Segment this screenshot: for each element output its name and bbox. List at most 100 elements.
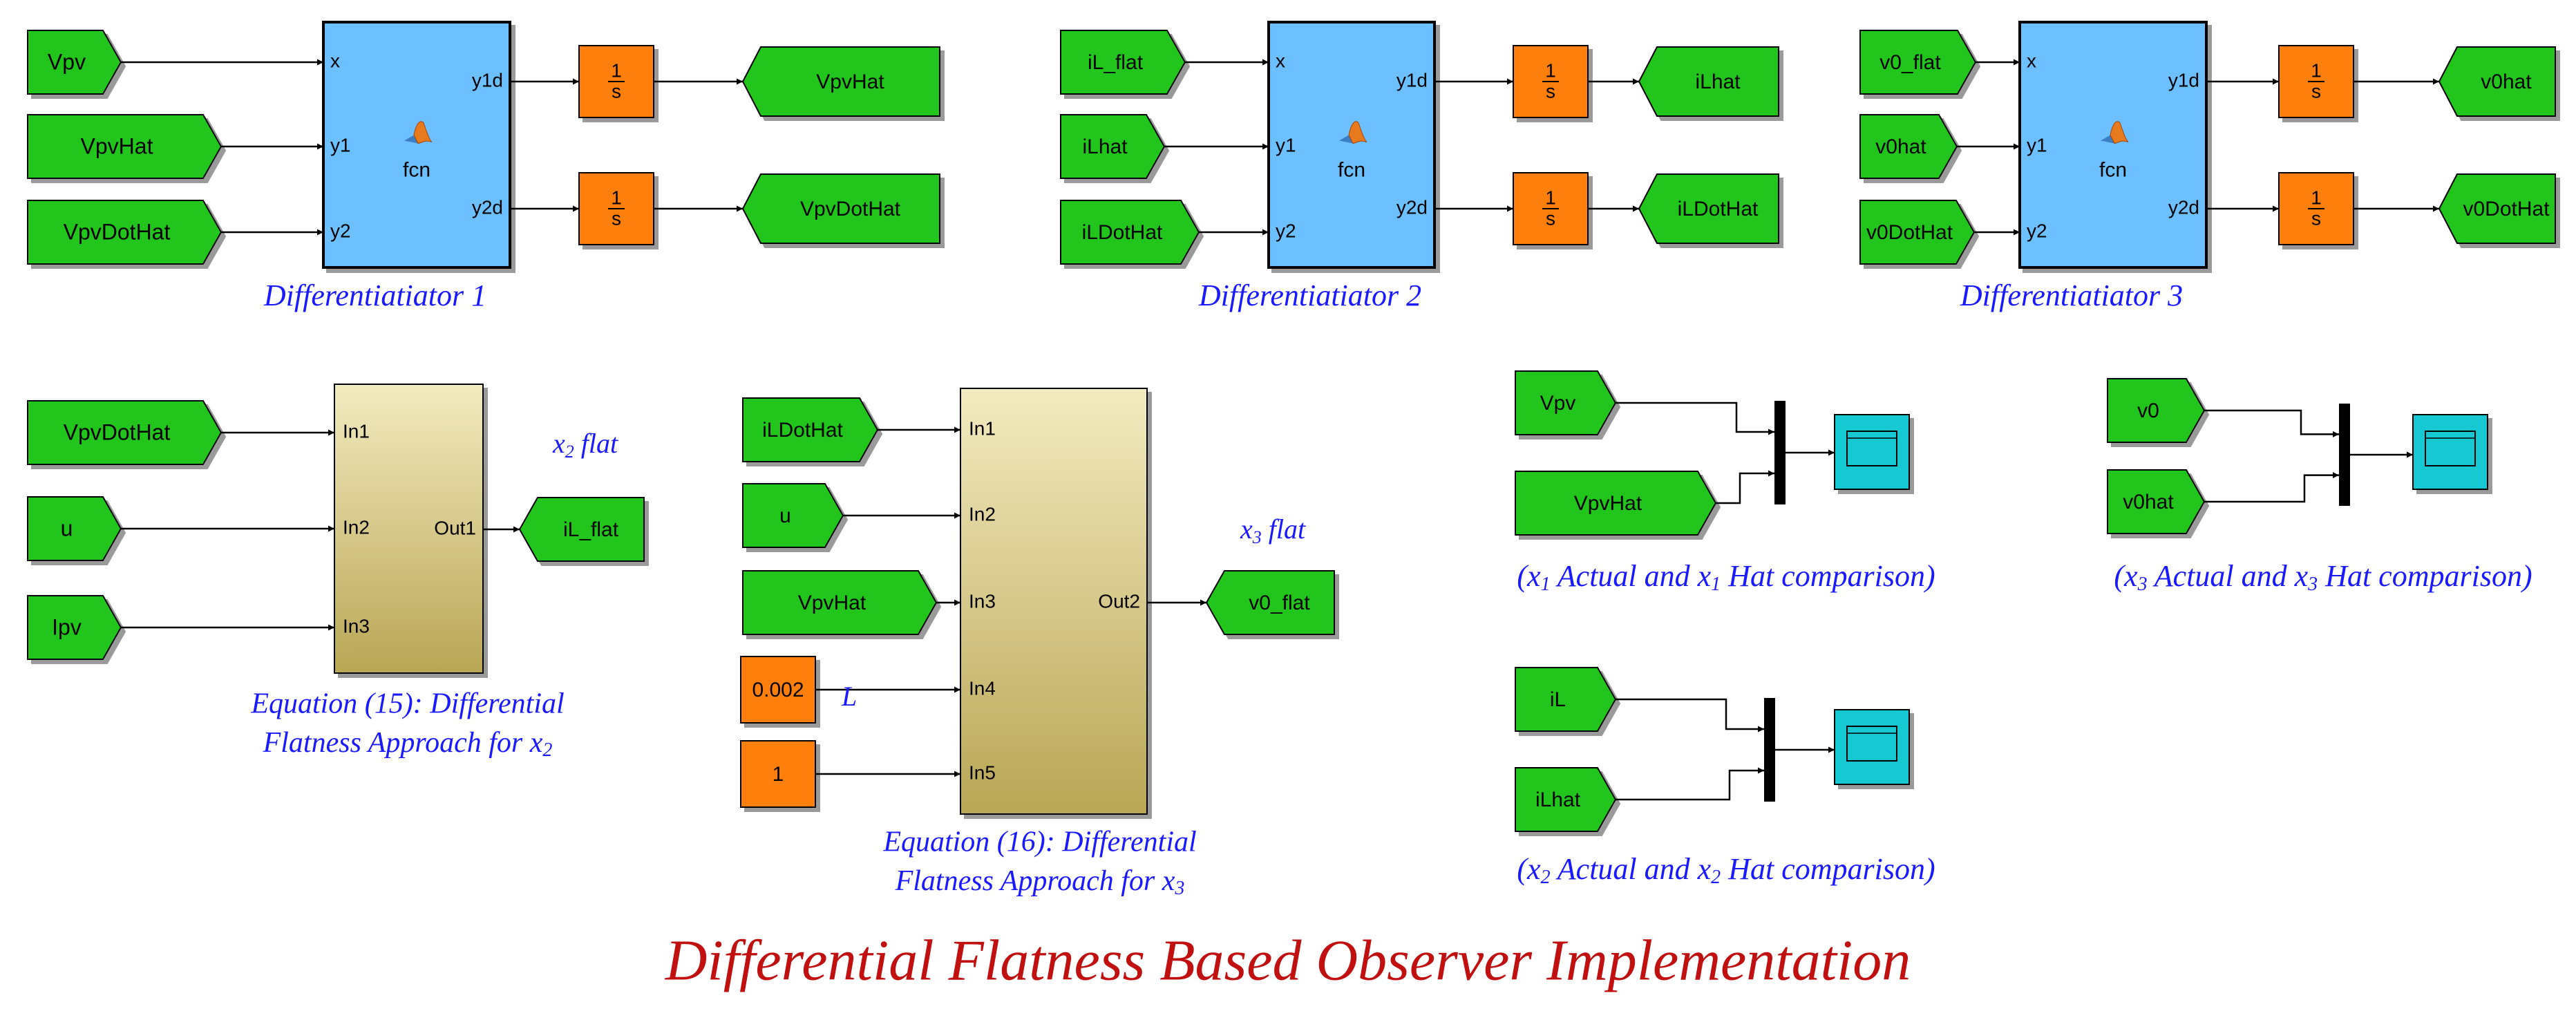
from-tag-shape[interactable] xyxy=(1859,30,1977,95)
integrator-block[interactable]: 1s xyxy=(578,172,654,245)
from-tag[interactable]: VpvHat xyxy=(1515,471,1717,536)
scope-block[interactable] xyxy=(1834,709,1910,785)
goto-tag[interactable]: iLDotHat xyxy=(1638,173,1779,244)
goto-tag-shape[interactable] xyxy=(741,46,940,117)
from-tag-label: iLhat xyxy=(1535,788,1581,811)
goto-tag[interactable]: iLhat xyxy=(1638,46,1779,117)
fcn-block-shape[interactable] xyxy=(2018,21,2208,269)
from-tag-label: iLDotHat xyxy=(1082,221,1163,244)
from-tag[interactable]: Vpv xyxy=(27,30,122,95)
from-tag-shape[interactable] xyxy=(1859,114,1958,179)
from-tag-shape[interactable] xyxy=(742,397,879,462)
logo-part xyxy=(413,121,433,144)
from-tag[interactable]: v0 xyxy=(2107,378,2206,443)
scope-shape[interactable] xyxy=(2412,414,2488,490)
mux-bar[interactable] xyxy=(1774,401,1786,504)
from-tag-shape[interactable] xyxy=(742,570,938,635)
from-tag-shape[interactable] xyxy=(742,483,844,548)
from-tag[interactable]: VpvDotHat xyxy=(27,200,222,265)
from-tag[interactable]: v0DotHat xyxy=(1859,200,1976,265)
integrator-block[interactable]: 1s xyxy=(1513,172,1589,245)
subsystem-shape[interactable] xyxy=(960,388,1148,815)
constant-block[interactable]: 1 xyxy=(740,740,816,808)
from-tag-label: v0hat xyxy=(1875,135,1926,158)
from-tag-shape[interactable] xyxy=(27,200,222,265)
from-tag-shape[interactable] xyxy=(2107,378,2206,443)
from-tag-shape[interactable] xyxy=(27,114,222,179)
goto-tag[interactable]: v0hat xyxy=(2438,46,2556,117)
scope-shape[interactable] xyxy=(1834,709,1910,785)
fcn-block-shape[interactable] xyxy=(322,21,511,269)
goto-tag[interactable]: iL_flat xyxy=(518,497,645,562)
goto-tag[interactable]: v0_flat xyxy=(1205,570,1335,635)
goto-tag-shape[interactable] xyxy=(2438,46,2556,117)
from-tag[interactable]: iL xyxy=(1515,667,1617,732)
goto-tag-shape[interactable] xyxy=(518,497,645,562)
from-tag[interactable]: Vpv xyxy=(1515,370,1617,435)
goto-tag-shape[interactable] xyxy=(741,173,940,244)
goto-tag-label: v0hat xyxy=(2481,70,2532,93)
goto-tag-shape[interactable] xyxy=(1638,173,1779,244)
from-tag-shape[interactable] xyxy=(1515,370,1617,435)
from-tag[interactable]: v0_flat xyxy=(1859,30,1977,95)
from-tag[interactable]: u xyxy=(742,483,844,548)
from-tag[interactable]: VpvDotHat xyxy=(27,400,222,465)
goto-tag-shape[interactable] xyxy=(1205,570,1335,635)
from-tag[interactable]: iLhat xyxy=(1515,767,1617,832)
scope-shape[interactable] xyxy=(1834,414,1910,490)
logo-part xyxy=(1348,121,1367,144)
from-tag-shape[interactable] xyxy=(1515,767,1617,832)
fcn-block-shape[interactable] xyxy=(1267,21,1436,269)
from-tag-shape[interactable] xyxy=(1060,200,1200,265)
goto-tag[interactable]: VpvHat xyxy=(741,46,940,117)
from-tag[interactable]: Ipv xyxy=(27,595,122,660)
from-tag[interactable]: iL_flat xyxy=(1060,30,1186,95)
from-tag-shape[interactable] xyxy=(1515,471,1717,536)
integrator-block[interactable]: 1s xyxy=(2278,45,2354,118)
from-tag-shape[interactable] xyxy=(27,30,122,95)
scope-screen-icon xyxy=(1846,431,1897,466)
integrator-block[interactable]: 1s xyxy=(578,45,654,118)
integrator-block[interactable]: 1s xyxy=(2278,172,2354,245)
from-tag-shape[interactable] xyxy=(27,496,122,561)
integrator-numerator: 1 xyxy=(611,59,622,81)
x2-flat-annotation: x2 flat xyxy=(552,428,618,462)
mux-bar[interactable] xyxy=(1764,698,1775,802)
goto-tag-shape[interactable] xyxy=(2438,173,2556,244)
scope-block[interactable] xyxy=(1834,414,1910,490)
logo-part xyxy=(2110,121,2129,144)
from-tag-shape[interactable] xyxy=(1060,114,1166,179)
goto-tag[interactable]: VpvDotHat xyxy=(741,173,940,244)
integrator-block[interactable]: 1s xyxy=(1513,45,1589,118)
from-tag[interactable]: iLhat xyxy=(1060,114,1166,179)
from-tag[interactable]: VpvHat xyxy=(27,114,222,179)
from-tag-shape[interactable] xyxy=(27,400,222,465)
goto-tag[interactable]: v0DotHat xyxy=(2438,173,2556,244)
constant-block[interactable]: 0.002 xyxy=(740,656,816,724)
goto-tag-shape[interactable] xyxy=(1638,46,1779,117)
scope-block[interactable] xyxy=(2412,414,2488,490)
output-port-label: y1d xyxy=(2168,69,2199,91)
from-tag-shape[interactable] xyxy=(1859,200,1976,265)
from-tag[interactable]: iLDotHat xyxy=(1060,200,1200,265)
from-tag-shape[interactable] xyxy=(1515,667,1617,732)
mux-bar[interactable] xyxy=(2339,404,2350,506)
subsystem-input-port: In2 xyxy=(969,503,996,525)
from-tag[interactable]: VpvHat xyxy=(742,570,938,635)
from-tag[interactable]: v0hat xyxy=(1859,114,1958,179)
from-tag[interactable]: iLDotHat xyxy=(742,397,879,462)
matlab-logo-icon xyxy=(2101,121,2129,144)
goto-tag-label: iLhat xyxy=(1695,70,1741,93)
from-tag[interactable]: u xyxy=(27,496,122,561)
fcn-name: fcn xyxy=(403,158,430,181)
from-tag-shape[interactable] xyxy=(27,595,122,660)
from-tag-shape[interactable] xyxy=(1060,30,1186,95)
from-tag-shape[interactable] xyxy=(2107,469,2206,534)
from-tag-label: v0hat xyxy=(2123,491,2174,513)
from-tag[interactable]: v0hat xyxy=(2107,469,2206,534)
